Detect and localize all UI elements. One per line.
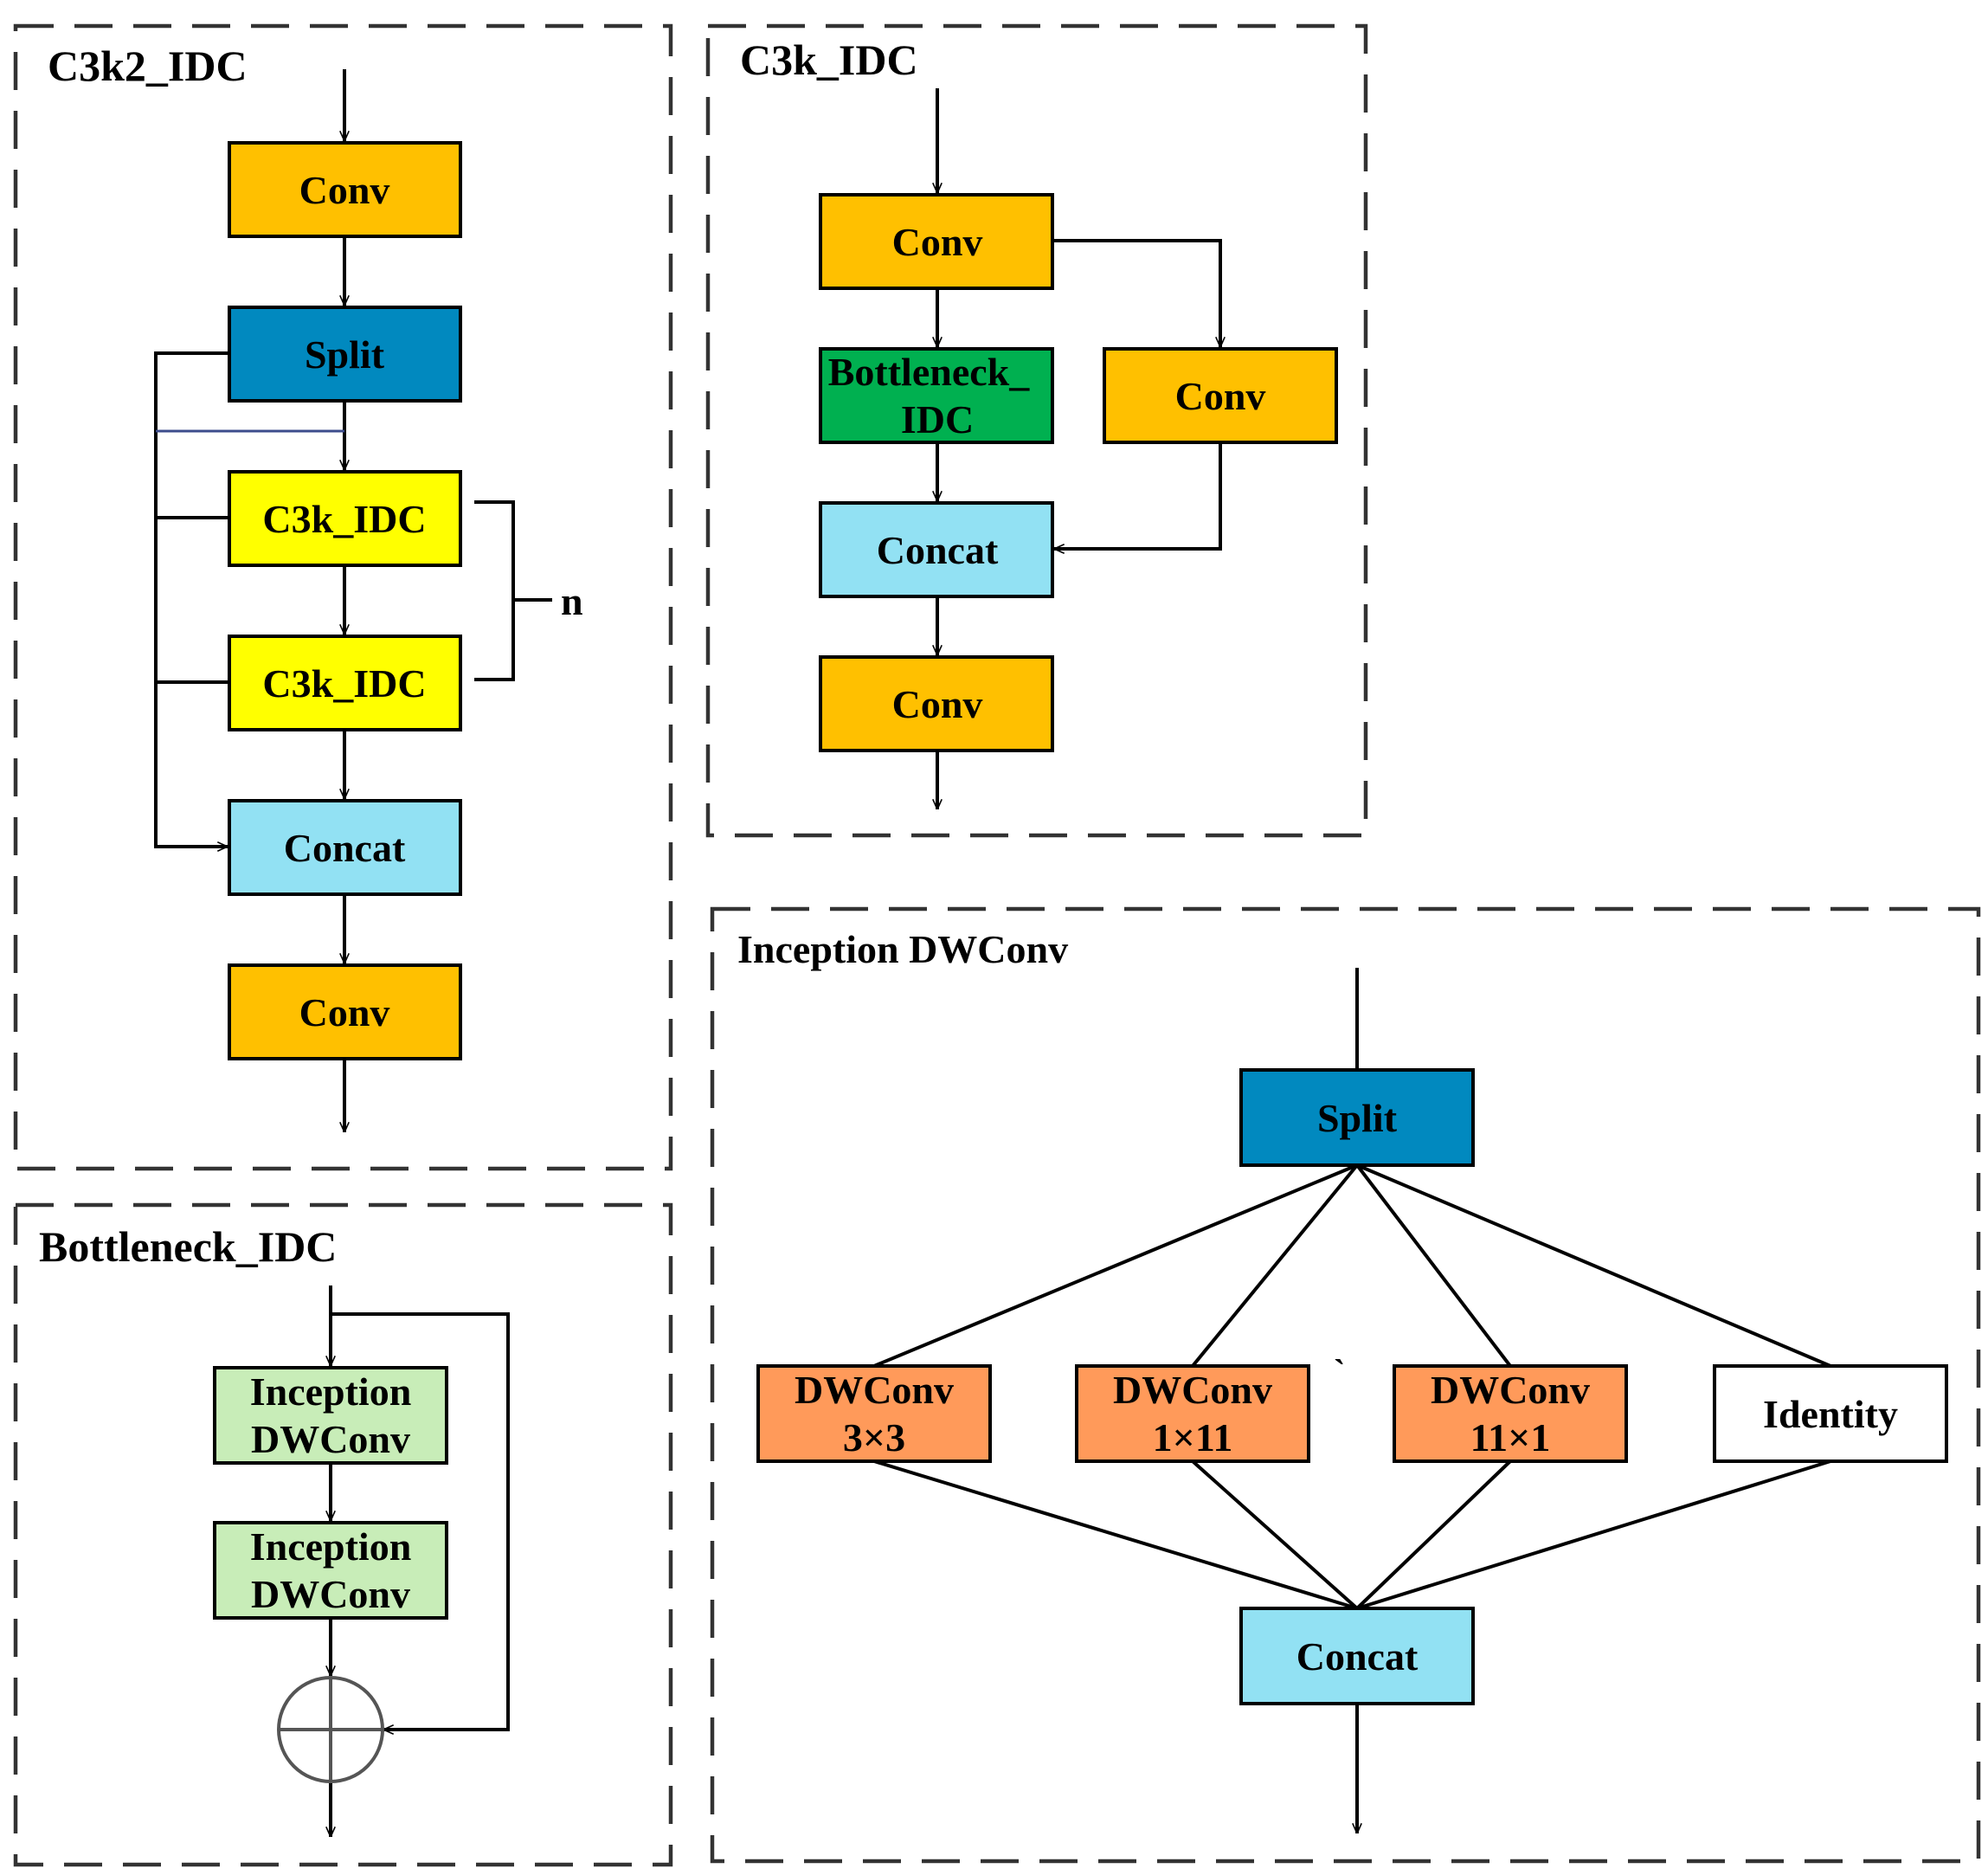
inception-split-label: Split [1317, 1096, 1398, 1140]
c3k-conv-top-block [819, 193, 1054, 290]
inception-concat-block [1239, 1607, 1475, 1705]
c3k2-conv-bottom-label: Conv [299, 990, 390, 1034]
bottleneck-inception-1-line2: DWConv [251, 1417, 410, 1461]
c3k-panel-border [705, 23, 1368, 838]
bottleneck-inception-2-line2: DWConv [251, 1572, 410, 1616]
inception-connectors [873, 968, 1831, 1833]
c3k2-split-label: Split [305, 332, 385, 377]
inception-dwconv-3x3-line2: 3×3 [843, 1415, 905, 1459]
inception-dwconv-11x1-line2: 11×1 [1470, 1415, 1551, 1459]
c3k2-c3k-label-2: C3k_IDC [262, 661, 426, 706]
c3k-conv-side-block [1103, 347, 1338, 444]
c3k2-repeat-label: n [561, 579, 583, 623]
inception-identity-label: Identity [1763, 1392, 1898, 1436]
inception-identity-block [1713, 1364, 1948, 1463]
c3k-conv-bottom-block [819, 655, 1054, 752]
c3k2-conv-top-label: Conv [299, 168, 390, 212]
c3k2-c3k-label-1: C3k_IDC [262, 497, 426, 541]
bottleneck-inception-block-1 [213, 1366, 448, 1465]
inception-panel-border [710, 906, 1981, 1864]
inception-split-block [1239, 1068, 1475, 1167]
c3k-concat-label: Concat [877, 528, 999, 572]
inception-panel-title: Inception DWConv [737, 927, 1068, 971]
bottleneck-connectors [331, 1285, 510, 1837]
inception-dwconv-1x11-line2: 1×11 [1153, 1415, 1233, 1459]
c3k-concat-block [819, 501, 1054, 598]
c3k2-c3k-block-2 [228, 635, 462, 731]
bottleneck-add-icon [277, 1676, 384, 1783]
bottleneck-inception-block-2 [213, 1521, 448, 1620]
c3k-conv-side-label: Conv [1175, 374, 1266, 418]
bottleneck-inception-2-line1: Inception [250, 1524, 412, 1569]
inception-dwconv-3x3-line1: DWConv [795, 1368, 954, 1412]
bottleneck-inception-1-line1: Inception [250, 1369, 412, 1414]
bottleneck-panel-border [13, 1202, 673, 1867]
c3k-blocks [819, 193, 1338, 752]
inception-dwconv-11x1-line1: DWConv [1431, 1368, 1590, 1412]
c3k-connectors [937, 88, 1220, 809]
c3k2-connectors [154, 69, 552, 1132]
c3k2-concat-label: Concat [284, 826, 406, 870]
c3k-bottleneck-label-line2: IDC [901, 397, 974, 441]
c3k2-c3k-block-1 [228, 470, 462, 567]
inception-dwconv-3x3-block [756, 1364, 992, 1463]
c3k2-panel-title: C3k2_IDC [48, 42, 248, 90]
c3k2-split-block [228, 306, 462, 403]
c3k-bottleneck-block [819, 347, 1054, 444]
bottleneck-panel-title: Bottleneck_IDC [39, 1222, 337, 1271]
c3k2-conv-bottom-block [228, 963, 462, 1060]
c3k2-conv-top-block [228, 141, 462, 238]
c3k2-concat-block [228, 799, 462, 896]
c3k2-panel-border [13, 23, 673, 1171]
bottleneck-blocks [213, 1366, 448, 1620]
inception-dwconv-1x11-line1: DWConv [1113, 1368, 1272, 1412]
inception-dwconv-1x11-block [1075, 1364, 1310, 1463]
c3k-conv-top-label: Conv [892, 220, 983, 264]
panel-borders [13, 23, 1981, 1867]
c3k-conv-bottom-label: Conv [892, 682, 983, 726]
inception-stray-mark: ` [1334, 1352, 1345, 1391]
inception-dwconv-11x1-block [1393, 1364, 1628, 1463]
c3k2-blocks [228, 141, 462, 1060]
c3k-panel-title: C3k_IDC [740, 35, 918, 84]
c3k-bottleneck-label-line1: Bottleneck_ [828, 350, 1031, 394]
inception-concat-label: Concat [1296, 1634, 1419, 1678]
inception-blocks [756, 1068, 1948, 1705]
